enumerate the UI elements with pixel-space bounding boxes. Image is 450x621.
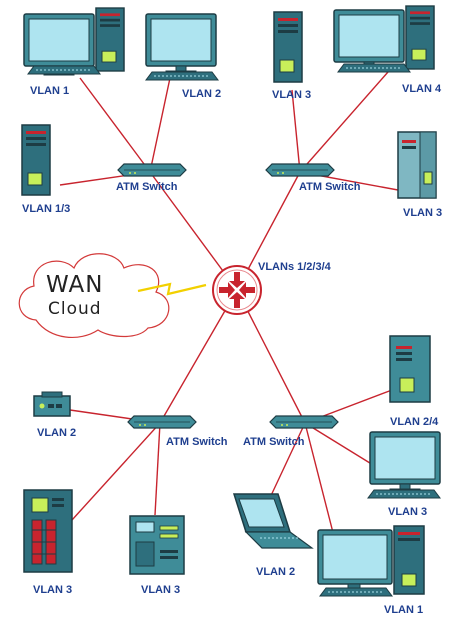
desktop-computer-icon <box>367 431 441 499</box>
label-bl-switch: ATM Switch <box>166 436 228 448</box>
label-bl-vlan3-tower: VLAN 3 <box>141 584 180 596</box>
label-tl-switch: ATM Switch <box>116 181 178 193</box>
label-br-vlan3: VLAN 3 <box>388 506 427 518</box>
link-bl-server <box>71 422 161 521</box>
link-br-laptop <box>267 422 306 503</box>
link-br-vlan3 <box>304 422 379 469</box>
tower-computer-icon <box>129 515 185 575</box>
cloud-label-wan: WAN <box>46 272 103 298</box>
tower-computer-icon <box>397 131 437 199</box>
label-br-vlan2: VLAN 2 <box>256 566 295 578</box>
lightning-bolt-icon <box>137 282 207 296</box>
rack-server-icon <box>23 489 73 573</box>
link-tr-vlan4 <box>299 71 389 173</box>
wan-cloud-icon: WAN Cloud <box>18 253 170 338</box>
laptop-icon <box>232 493 314 549</box>
desktop-computer-icon <box>145 13 219 81</box>
label-tl-vlan13: VLAN 1/3 <box>22 203 70 215</box>
label-bl-vlan2: VLAN 2 <box>37 427 76 439</box>
label-br-vlan1: VLAN 1 <box>384 604 423 616</box>
label-tr-switch: ATM Switch <box>299 181 361 193</box>
link-tl-vlan2 <box>149 77 171 173</box>
label-router: VLANs 1/2/3/4 <box>258 261 332 273</box>
desktop-computer-icon <box>23 7 125 76</box>
cloud-label-cloud: Cloud <box>48 299 102 319</box>
link-bl-tower <box>154 422 161 516</box>
label-tl-vlan1: VLAN 1 <box>30 85 69 97</box>
link-router-bl-switch <box>159 289 238 424</box>
desktop-computer-icon <box>317 525 425 597</box>
small-hub-icon <box>33 391 71 417</box>
label-tr-vlan4: VLAN 4 <box>402 83 442 95</box>
label-br-switch: ATM Switch <box>243 436 305 448</box>
router-icon <box>212 265 262 315</box>
atm-switch-icon <box>269 415 339 429</box>
label-bl-vlan3-server: VLAN 3 <box>33 584 72 596</box>
label-br-vlan24: VLAN 2/4 <box>390 416 439 428</box>
atm-switch-icon <box>117 163 187 177</box>
tower-computer-icon <box>389 335 431 403</box>
link-tr-vlan3 <box>291 89 301 173</box>
tower-computer-icon <box>21 124 51 196</box>
label-tl-vlan2: VLAN 2 <box>182 88 221 100</box>
tower-computer-icon <box>273 11 303 83</box>
label-tr-vlan3-right: VLAN 3 <box>403 207 442 219</box>
atm-switch-icon <box>265 163 335 177</box>
label-tr-vlan3-tower: VLAN 3 <box>272 89 311 101</box>
atm-switch-icon <box>127 415 197 429</box>
link-tl-vlan1 <box>79 77 151 173</box>
desktop-computer-icon <box>333 5 435 73</box>
